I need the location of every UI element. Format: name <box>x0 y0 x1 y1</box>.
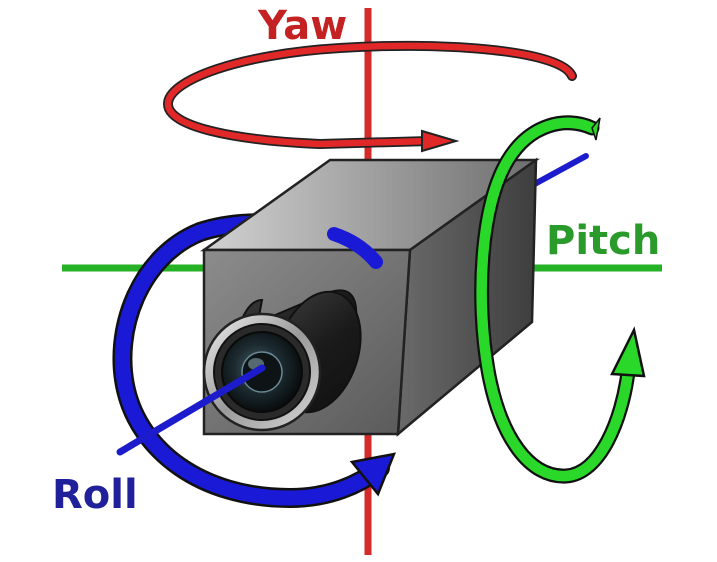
roll-arrow-tail <box>327 227 383 269</box>
security-camera-icon <box>200 157 540 437</box>
roll-label: Roll <box>52 472 138 518</box>
roll-axis-front-line <box>116 364 266 456</box>
yaw-rotation-arrow <box>162 40 577 153</box>
pitch-label: Pitch <box>546 218 660 264</box>
pitch-rotation-arrow <box>474 115 646 484</box>
yaw-label: Yaw <box>257 3 347 49</box>
